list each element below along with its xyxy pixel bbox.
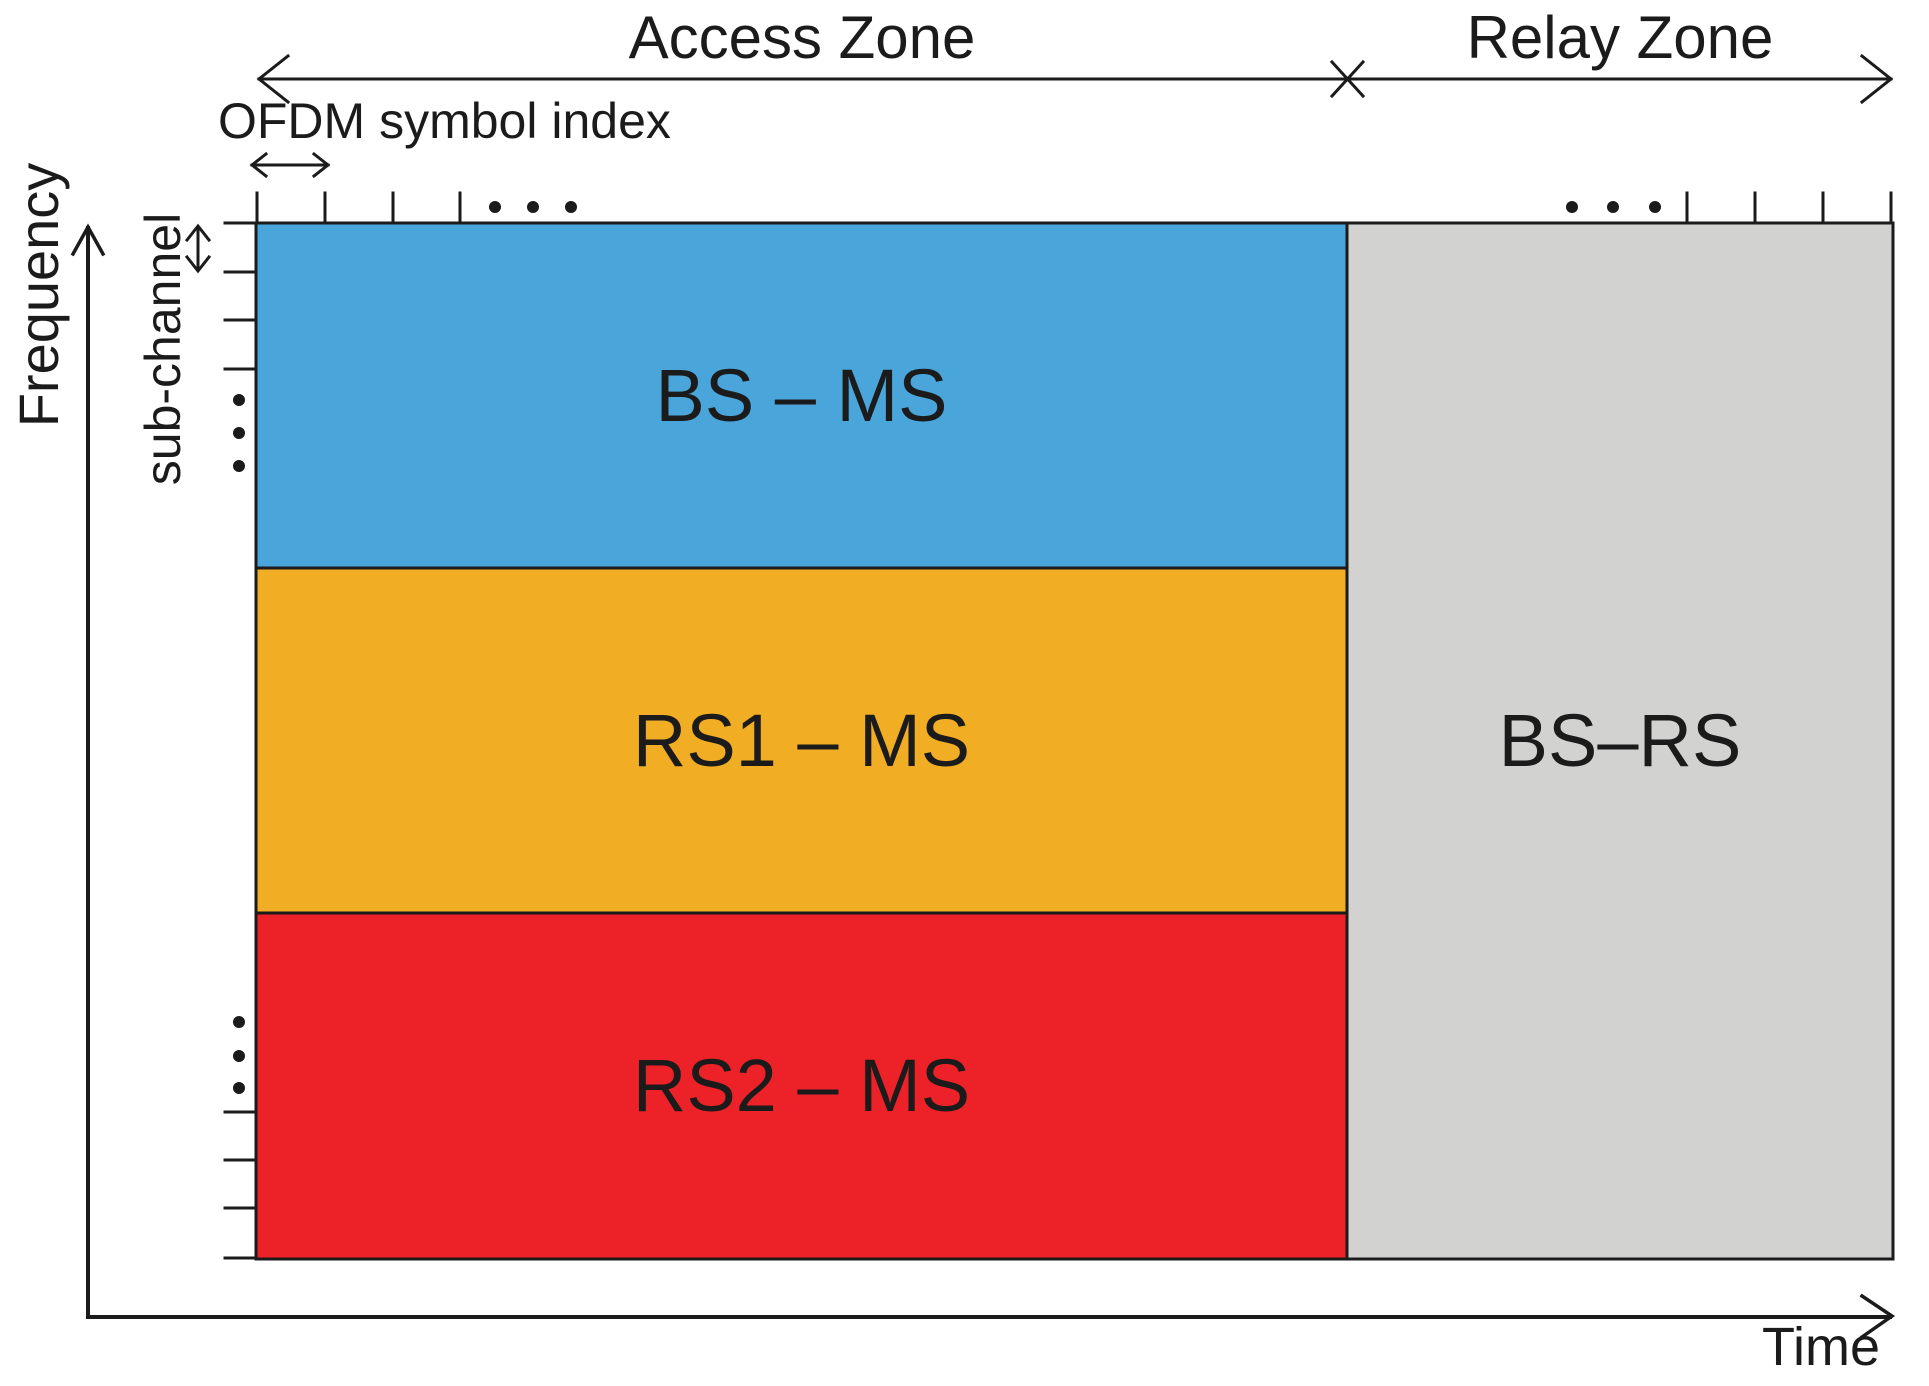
top-ticks-left bbox=[255, 191, 462, 224]
block-rs2-ms: RS2 – MS bbox=[256, 913, 1347, 1259]
left-ticks-upper bbox=[223, 221, 258, 371]
ellipsis-dots-top-left bbox=[489, 201, 577, 213]
access-zone-label: Access Zone bbox=[628, 4, 976, 71]
ellipsis-dots-top-right bbox=[1566, 201, 1661, 213]
left-ticks-lower bbox=[223, 1110, 258, 1260]
time-axis-label: Time bbox=[1762, 1317, 1880, 1377]
block-rs1-ms: RS1 – MS bbox=[256, 568, 1347, 913]
top-ticks-right bbox=[1685, 191, 1893, 224]
block-bs-rs-label: BS–RS bbox=[1498, 699, 1742, 782]
frequency-axis-arrow bbox=[70, 223, 106, 1319]
ellipsis-dots-left-lower bbox=[233, 1016, 245, 1094]
relay-zone-label: Relay Zone bbox=[1466, 4, 1774, 71]
ofdm-symbol-width-arrow bbox=[249, 151, 331, 179]
block-rs1-ms-label: RS1 – MS bbox=[632, 698, 971, 782]
time-axis-arrow bbox=[86, 1293, 1896, 1340]
block-rs2-ms-label: RS2 – MS bbox=[632, 1044, 971, 1127]
frequency-axis-label: Frequency bbox=[7, 162, 70, 428]
block-bs-ms: BS – MS bbox=[256, 223, 1347, 568]
block-bs-rs: BS–RS bbox=[1347, 223, 1893, 1259]
ellipsis-dots-left-upper bbox=[233, 394, 245, 472]
ofdm-symbol-index-label: OFDM symbol index bbox=[218, 93, 671, 149]
subchannel-label: sub-channel bbox=[135, 212, 191, 486]
block-bs-ms-label: BS – MS bbox=[655, 353, 948, 437]
